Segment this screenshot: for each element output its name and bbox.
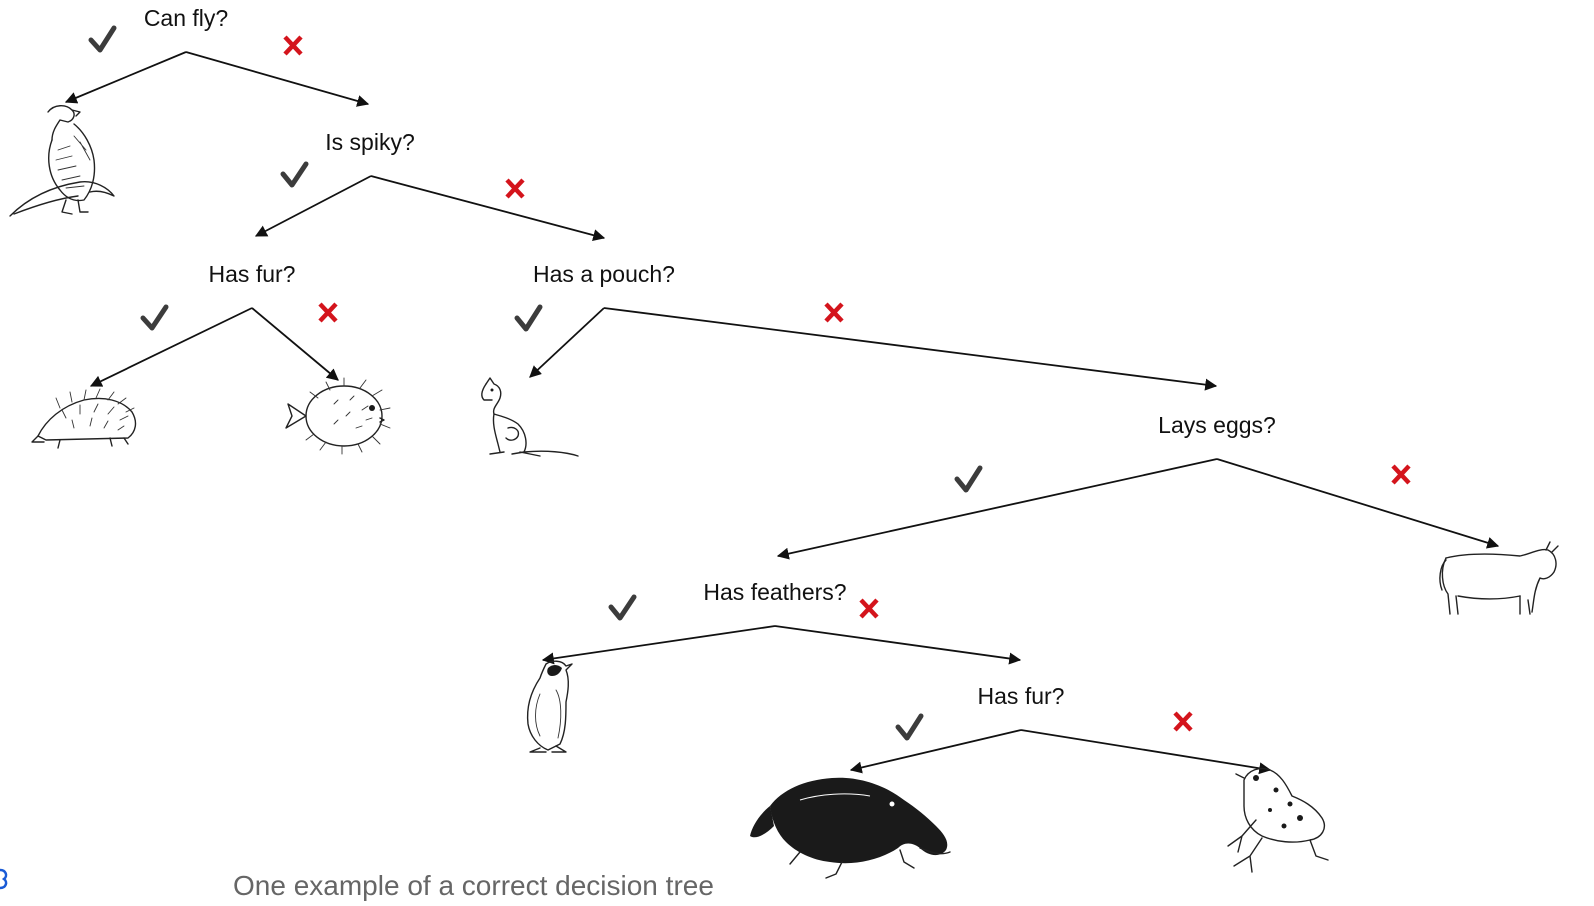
- edge-furfinal-no: [1021, 730, 1270, 770]
- question-is-spiky: Is spiky?: [325, 129, 414, 155]
- cow-icon: [1440, 542, 1558, 614]
- check-icon: [143, 307, 166, 328]
- edge-feathers-yes: [543, 626, 775, 660]
- check-icon: [91, 28, 114, 50]
- eagle-icon: [10, 106, 114, 216]
- check-icon: [283, 164, 306, 185]
- edge-pouch-yes: [530, 308, 604, 377]
- edge-pouch-no: [604, 308, 1216, 386]
- cross-icon: [285, 37, 301, 54]
- corner-logo-fragment: [0, 868, 10, 890]
- platypus-icon: [750, 778, 950, 878]
- penguin-icon: [528, 661, 572, 752]
- yes-markers: [91, 28, 980, 738]
- cross-icon: [320, 304, 336, 321]
- check-icon: [517, 307, 540, 329]
- cross-icon: [826, 304, 842, 321]
- check-icon: [898, 716, 921, 738]
- edge-furspiky-yes: [91, 308, 252, 386]
- cross-icon: [507, 180, 523, 197]
- cross-icon: [861, 600, 877, 617]
- question-has-fur-final: Has fur?: [978, 683, 1065, 709]
- cross-icon: [1175, 713, 1191, 730]
- question-has-fur-spiky: Has fur?: [209, 261, 296, 287]
- frog-icon: [1228, 768, 1328, 872]
- edge-furfinal-yes: [851, 730, 1021, 770]
- edge-eggs-yes: [778, 459, 1217, 556]
- edge-eggs-no: [1217, 459, 1498, 546]
- check-icon: [611, 597, 634, 618]
- no-markers: [285, 37, 1409, 730]
- edges: [66, 52, 1498, 770]
- question-has-a-pouch: Has a pouch?: [533, 261, 675, 287]
- kangaroo-icon: [482, 378, 578, 456]
- figure-caption: One example of a correct decision tree: [233, 866, 714, 906]
- edge-spiky-yes: [256, 176, 371, 236]
- question-has-feathers: Has feathers?: [703, 579, 846, 605]
- question-lays-eggs: Lays eggs?: [1158, 412, 1276, 438]
- question-can-fly: Can fly?: [144, 5, 228, 31]
- edge-root-yes: [66, 52, 186, 102]
- echidna-icon: [32, 389, 135, 448]
- edge-feathers-no: [775, 626, 1020, 660]
- cross-icon: [1393, 466, 1409, 483]
- edge-root-no: [186, 52, 368, 104]
- pufferfish-icon: [286, 378, 390, 454]
- edge-spiky-no: [371, 176, 604, 238]
- check-icon: [957, 468, 980, 490]
